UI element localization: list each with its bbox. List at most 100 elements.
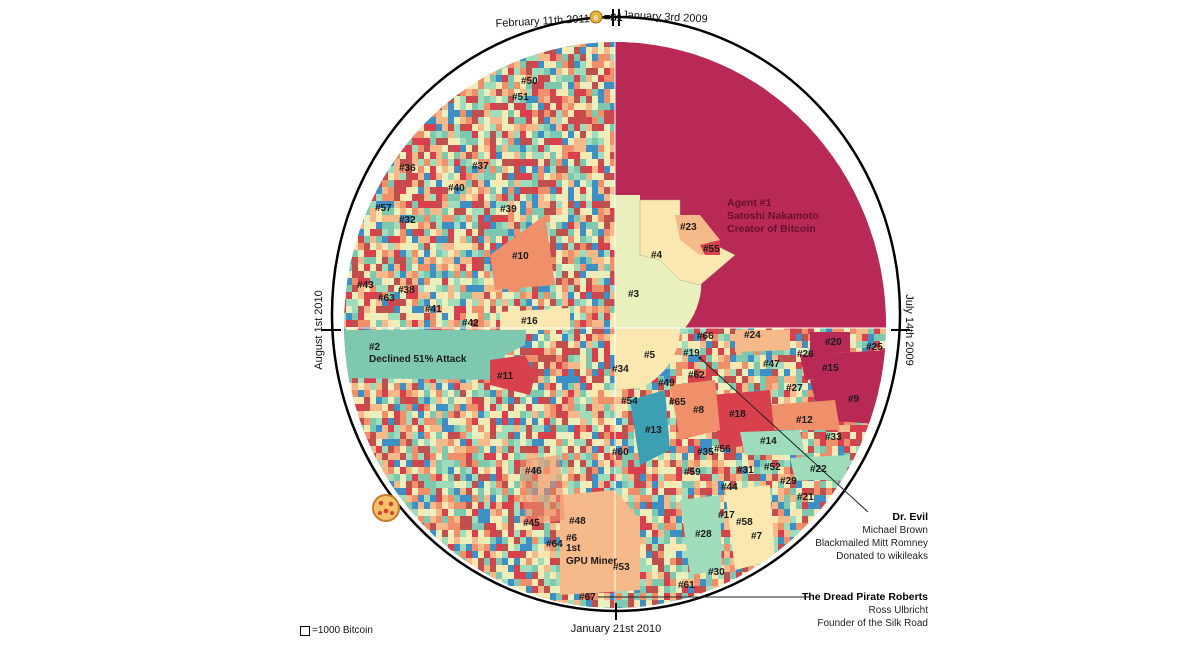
mosaic-cell (442, 278, 452, 285)
mosaic-cell (586, 208, 593, 215)
mosaic-cell (592, 194, 601, 201)
mosaic-cell (520, 173, 526, 180)
mosaic-cell (496, 320, 503, 327)
mosaic-cell (556, 187, 565, 194)
mosaic-cell (868, 138, 878, 145)
mosaic-cell (478, 418, 488, 425)
mosaic-cell (886, 215, 894, 222)
mosaic-cell (478, 117, 485, 124)
mosaic-cell (550, 187, 558, 194)
mosaic-cell (748, 355, 757, 362)
mosaic-cell (484, 292, 491, 299)
mosaic-cell (388, 138, 396, 145)
mosaic-cell (526, 152, 532, 159)
mosaic-cell (550, 96, 557, 103)
mosaic-cell (784, 362, 792, 369)
mosaic-cell (496, 292, 502, 299)
mosaic-cell (472, 194, 478, 201)
mosaic-cell (400, 376, 409, 383)
mosaic-cell (412, 313, 420, 320)
mosaic-cell (862, 159, 872, 166)
mosaic-cell (766, 47, 774, 54)
mosaic-cell (448, 397, 458, 404)
mosaic-cell (448, 390, 455, 397)
mosaic-cell (556, 334, 563, 341)
mosaic-cell (580, 271, 589, 278)
mosaic-cell (382, 292, 390, 299)
mosaic-cell (400, 103, 407, 110)
mosaic-cell (490, 215, 497, 222)
mosaic-cell (382, 117, 388, 124)
mosaic-cell (556, 411, 563, 418)
mosaic-cell (496, 306, 506, 313)
mosaic-cell (526, 306, 534, 313)
mosaic-cell (442, 320, 452, 327)
mosaic-cell (592, 299, 602, 306)
mosaic-cell (502, 187, 511, 194)
mosaic-cell (514, 75, 520, 82)
mosaic-cell (778, 348, 785, 355)
mosaic-cell (556, 257, 566, 264)
mosaic-cell (598, 292, 608, 299)
mosaic-cell (682, 42, 688, 47)
mosaic-cell (520, 145, 528, 152)
mosaic-cell (484, 320, 492, 327)
mosaic-cell (796, 334, 803, 341)
mosaic-cell (400, 173, 406, 180)
mosaic-cell (508, 418, 516, 425)
mosaic-cell (514, 131, 521, 138)
mosaic-cell (472, 236, 482, 243)
mosaic-cell (592, 103, 598, 110)
mosaic-cell (598, 299, 605, 306)
mosaic-cell (598, 47, 607, 54)
mosaic-cell (616, 390, 626, 397)
mosaic-cell (580, 334, 588, 341)
mosaic-cell (544, 215, 553, 222)
mosaic-cell (478, 61, 488, 68)
mosaic-cell (344, 103, 346, 110)
mosaic-cell (568, 257, 577, 264)
mosaic-cell (484, 243, 493, 250)
mosaic-cell (370, 264, 379, 271)
mosaic-cell (502, 299, 512, 306)
mosaic-cell (874, 61, 883, 68)
mosaic-cell (880, 264, 886, 271)
mosaic-cell (412, 42, 418, 47)
mosaic-cell (538, 306, 546, 313)
mosaic-cell (382, 75, 392, 82)
mosaic-cell (454, 383, 463, 390)
mosaic-cell (344, 89, 349, 96)
mosaic-cell (508, 89, 517, 96)
mosaic-cell (364, 264, 373, 271)
mosaic-cell (586, 327, 592, 334)
mosaic-cell (610, 376, 616, 383)
mosaic-cell (508, 96, 514, 103)
mosaic-cell (418, 54, 426, 61)
mosaic-cell (634, 390, 641, 397)
mosaic-cell (502, 208, 509, 215)
mosaic-cell (694, 369, 704, 376)
mosaic-cell (604, 390, 610, 397)
mosaic-cell (532, 285, 539, 292)
mosaic-cell (610, 397, 616, 404)
mosaic-cell (604, 334, 612, 341)
mosaic-cell (682, 334, 691, 341)
mosaic-cell (478, 404, 485, 411)
mosaic-cell (376, 117, 385, 124)
mosaic-cell (436, 89, 442, 96)
mosaic-cell (388, 201, 394, 208)
mosaic-cell (448, 306, 454, 313)
mosaic-cell (886, 145, 892, 152)
mosaic-cell (514, 222, 522, 229)
mosaic-cell (574, 194, 582, 201)
mosaic-cell (436, 68, 444, 75)
mosaic-cell (862, 42, 871, 47)
mosaic-cell (526, 397, 535, 404)
mosaic-cell (592, 54, 601, 61)
mosaic-cell (466, 124, 474, 131)
mosaic-cell (808, 390, 816, 397)
mosaic-cell (766, 82, 772, 89)
mosaic-cell (424, 117, 433, 124)
mosaic-cell (592, 131, 600, 138)
mosaic-cell (364, 222, 371, 229)
